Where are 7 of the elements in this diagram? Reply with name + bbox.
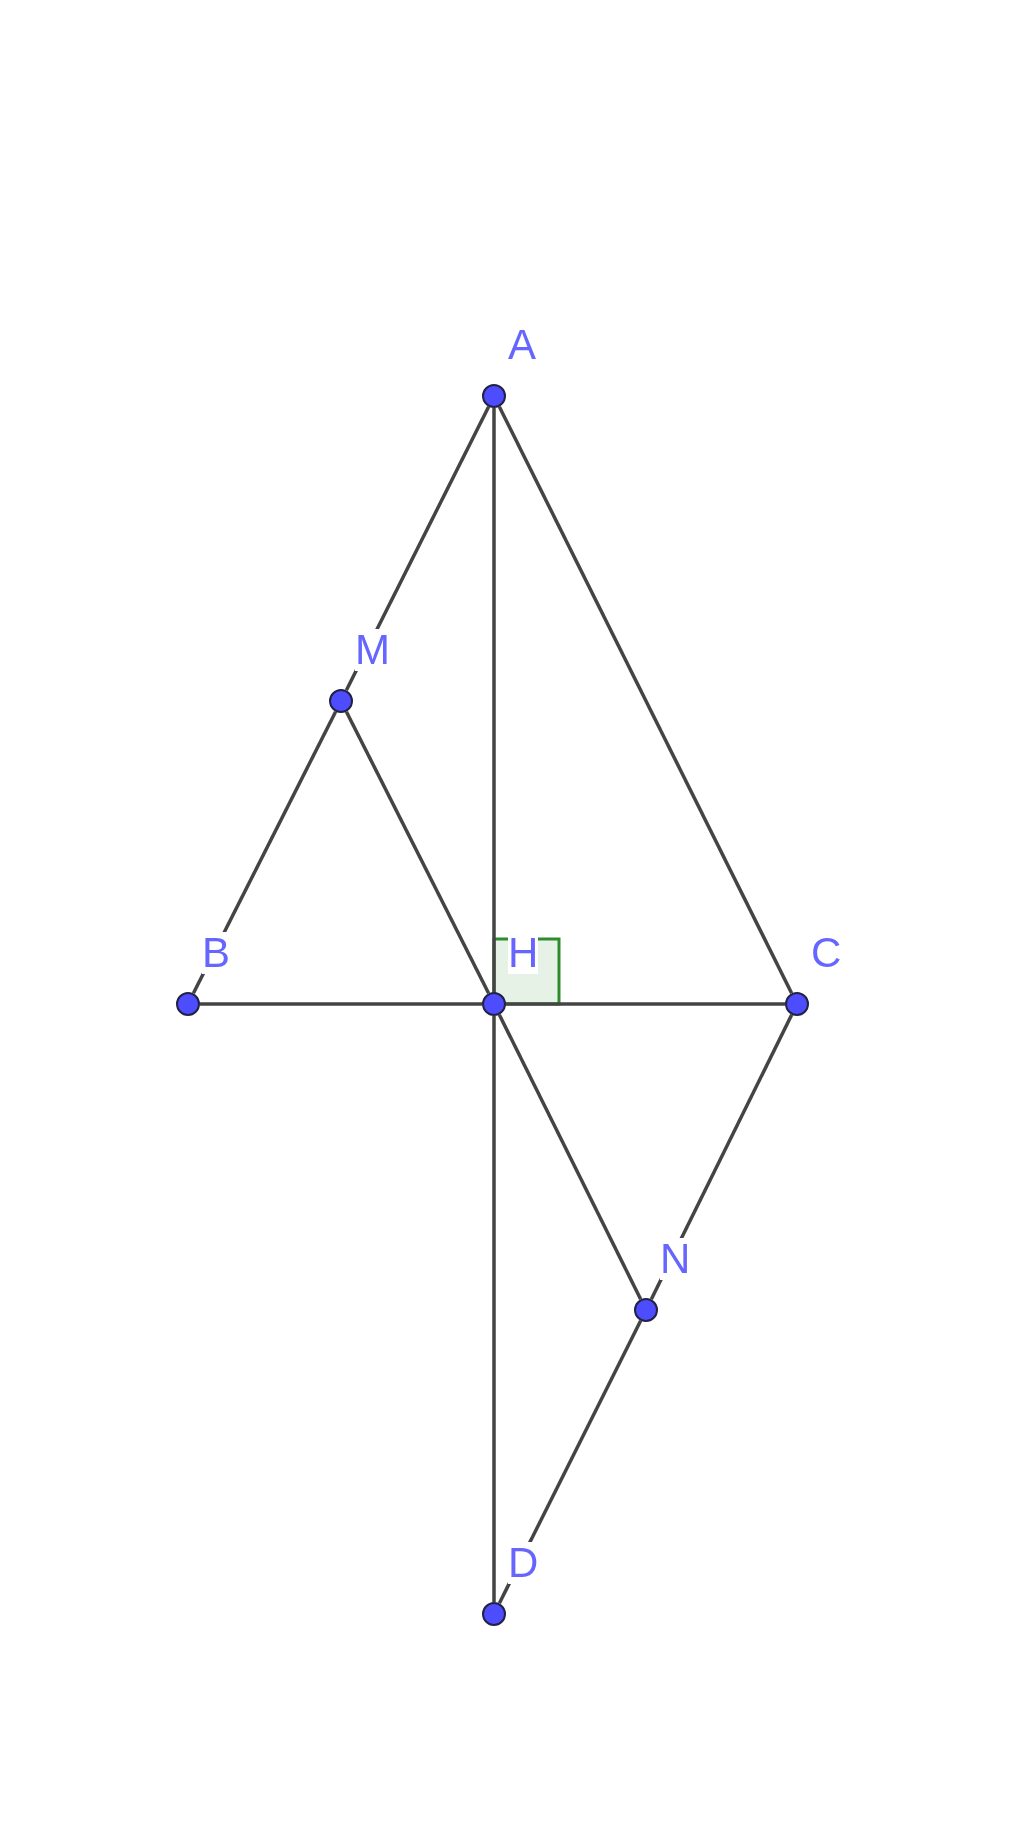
line-segment xyxy=(492,408,496,992)
point-label: M xyxy=(355,629,390,671)
line-segment xyxy=(492,1016,496,1602)
line-segment xyxy=(506,1002,785,1006)
line-segment xyxy=(200,1002,482,1006)
point-label: D xyxy=(508,1542,539,1584)
point-label: B xyxy=(202,932,230,974)
